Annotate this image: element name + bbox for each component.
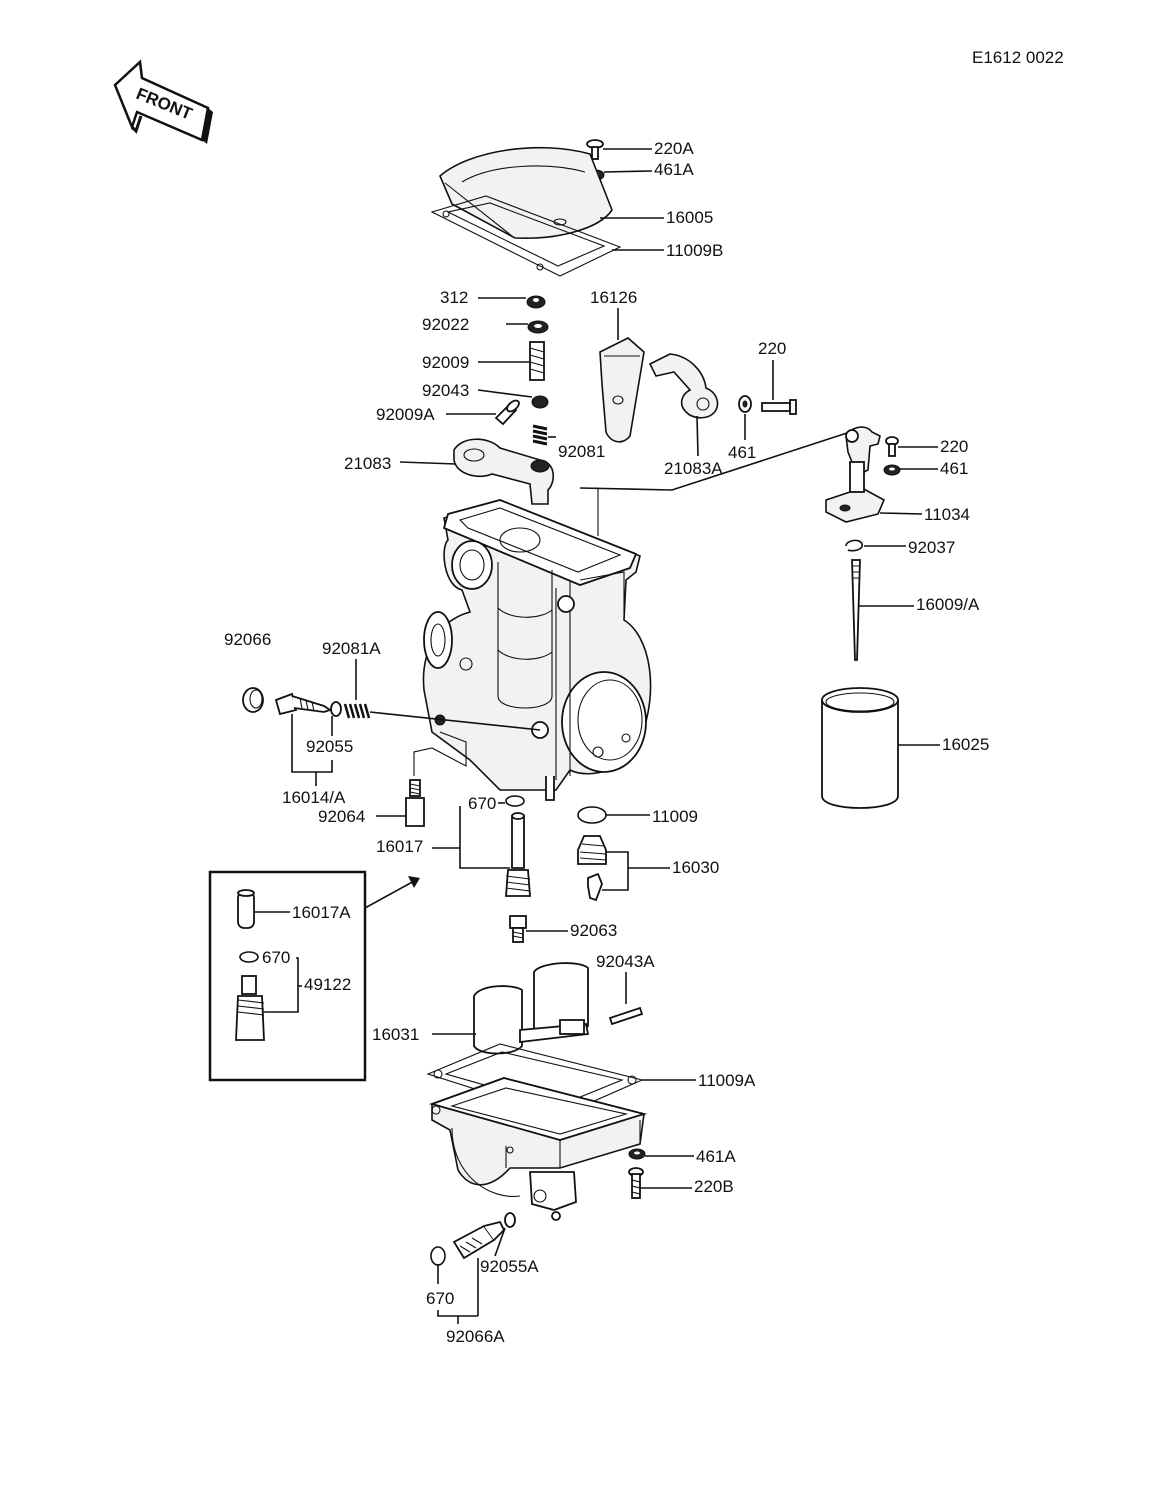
inset-box: 16017A 670 49122	[208, 870, 420, 1082]
needle-jet-16017A	[237, 889, 255, 929]
washer-461-right	[883, 464, 901, 476]
label-16031: 16031	[372, 1025, 419, 1044]
label-16030: 16030	[672, 858, 719, 877]
spring-92081A	[343, 703, 371, 719]
lever-21083A	[648, 353, 719, 419]
float-valve-16030	[577, 835, 607, 902]
float-16031	[473, 962, 590, 1055]
washer-92022	[527, 320, 549, 334]
label-16017A: 16017A	[292, 903, 351, 922]
label-11009B: 11009B	[666, 241, 723, 260]
oring-670-mid	[505, 795, 525, 807]
label-11009A: 11009A	[698, 1071, 756, 1090]
label-312: 312	[440, 288, 468, 307]
label-92009A: 92009A	[376, 405, 435, 424]
washer-461-upper	[738, 395, 752, 413]
cable-holder-11034	[825, 426, 886, 523]
label-461-right: 461	[940, 459, 968, 478]
needle-jet-16017	[505, 812, 531, 897]
label-92064: 92064	[318, 807, 365, 826]
stud-92009	[529, 341, 545, 381]
label-92043A: 92043A	[596, 952, 655, 971]
oring-670-bottom	[430, 1246, 446, 1266]
label-92081: 92081	[558, 442, 605, 461]
label-670-mid: 670	[468, 794, 496, 813]
screw-220-upper	[761, 399, 797, 415]
label-16017: 16017	[376, 837, 423, 856]
pilot-screw-16014A	[274, 692, 333, 716]
drain-plug-92066A	[452, 1220, 506, 1260]
nut-312	[526, 295, 546, 309]
label-92066A: 92066A	[446, 1327, 505, 1346]
screw-220A-top	[586, 139, 604, 160]
label-21083: 21083	[344, 454, 391, 473]
label-461A-bottom: 461A	[696, 1147, 736, 1166]
screw-220B	[628, 1167, 644, 1199]
throttle-stop-16126	[599, 337, 645, 443]
needle-jet-holder-49122	[235, 975, 265, 1041]
throttle-valve-16025	[821, 687, 899, 809]
label-220A: 220A	[654, 139, 694, 158]
seal-92043	[531, 395, 549, 409]
label-11009: 11009	[652, 807, 698, 826]
label-16025: 16025	[942, 735, 989, 754]
label-461A-top: 461A	[654, 160, 694, 179]
screw-92009A	[494, 399, 520, 426]
cap-92066	[242, 687, 264, 713]
label-16005: 16005	[666, 208, 713, 227]
label-16014A: 16014/A	[282, 788, 346, 807]
label-92009: 92009	[422, 353, 469, 372]
label-92055: 92055	[306, 737, 353, 756]
label-220B: 220B	[694, 1177, 734, 1196]
label-21083A: 21083A	[664, 459, 723, 478]
label-92055A: 92055A	[480, 1257, 539, 1276]
washer-92055	[330, 701, 342, 717]
carburetor-body	[422, 487, 652, 801]
label-16126: 16126	[590, 288, 637, 307]
label-16009A: 16009/A	[916, 595, 980, 614]
clip-92037	[845, 539, 863, 552]
main-jet-92063	[509, 915, 527, 943]
float-chamber	[429, 1077, 648, 1221]
oring-670-box	[239, 951, 259, 963]
gasket-11009	[577, 806, 607, 824]
cap-16005	[439, 146, 613, 240]
label-461-upper: 461	[728, 443, 756, 462]
label-220-right: 220	[940, 437, 968, 456]
label-49122: 49122	[304, 975, 351, 994]
label-92022: 92022	[422, 315, 469, 334]
pilot-jet-92064	[405, 779, 425, 827]
washer-92055A	[504, 1212, 516, 1228]
label-220-upper: 220	[758, 339, 786, 358]
spring-92081	[532, 424, 548, 446]
label-92081A: 92081A	[322, 639, 381, 658]
doc-code: E1612 0022	[972, 48, 1064, 67]
label-670-box: 670	[262, 948, 290, 967]
label-11034: 11034	[924, 505, 970, 524]
screw-220-right	[885, 436, 899, 457]
jet-needle-16009A	[851, 559, 861, 661]
gasket-11009B	[430, 195, 622, 277]
washer-461A-bottom	[628, 1148, 646, 1160]
label-92066: 92066	[224, 630, 271, 649]
label-92037: 92037	[908, 538, 955, 557]
pin-92043A	[608, 1006, 644, 1026]
label-670-bottom: 670	[426, 1289, 454, 1308]
front-arrow-icon: FRONT	[113, 59, 213, 144]
label-92043: 92043	[422, 381, 469, 400]
label-92063: 92063	[570, 921, 617, 940]
lever-21083	[453, 438, 555, 505]
